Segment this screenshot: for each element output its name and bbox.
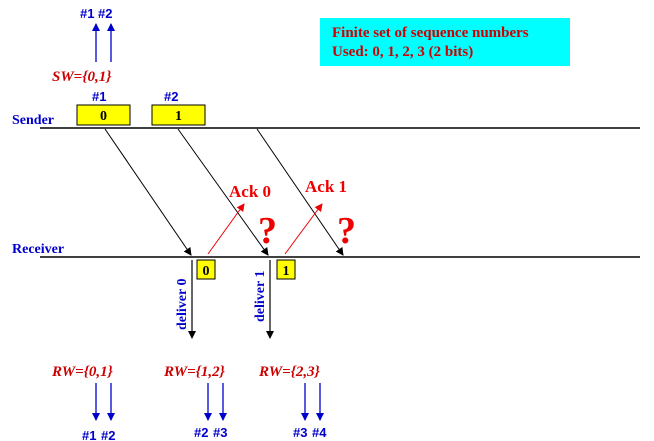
receive-window-1-tag-2: #2: [101, 428, 115, 441]
data-arrow-2: [177, 128, 269, 256]
packet-box-2: [151, 104, 206, 126]
receiver-box-1-seq: 1: [283, 264, 290, 279]
ack-arrows: Ack 0 Ack 1 ? ?: [207, 177, 356, 255]
receive-window-1-label: RW={0,1}: [51, 364, 114, 380]
data-arrow-3: [256, 128, 344, 256]
data-arrow-1: [104, 128, 192, 256]
packet-seq-2: 1: [175, 109, 182, 124]
deliver-label-1: deliver 1: [253, 271, 268, 322]
receiver-box-0-seq: 0: [203, 264, 210, 279]
receiver-box-1: [276, 259, 296, 280]
ack-lost-mark-1: ?: [337, 210, 356, 252]
receive-window-3-label: RW={2,3}: [258, 364, 321, 380]
ack-label-0: Ack 0: [229, 182, 271, 201]
ack-lost-mark-0: ?: [258, 210, 277, 252]
sender-window-label: SW={0,1}: [52, 69, 112, 85]
sender-packets: #1 #2 0 1: [76, 89, 206, 126]
packet-tag-1: #1: [92, 89, 106, 104]
info-box: Finite set of sequence numbers Used: 0, …: [320, 18, 570, 66]
receive-window-2-label: RW={1,2}: [163, 364, 226, 380]
receiver-box-0: [196, 259, 216, 280]
receiver-label: Receiver: [12, 242, 64, 257]
info-box-background: [320, 18, 570, 66]
info-box-line-2: Used: 0, 1, 2, 3 (2 bits): [332, 44, 473, 60]
packet-seq-1: 0: [100, 109, 107, 124]
sender-top-arrows: #1 #2 SW={0,1}: [52, 6, 115, 85]
sender-label: Sender: [12, 113, 54, 128]
receive-window-3-tag-2: #4: [312, 425, 327, 440]
ack-arrow-1: [284, 203, 323, 255]
receive-window-1-tag-1: #1: [82, 428, 96, 441]
data-arrows: [104, 128, 344, 256]
deliver-arrows: deliver 0 deliver 1: [175, 260, 274, 339]
receiver-boxes: 0 1: [196, 259, 296, 280]
packet-tag-2: #2: [164, 89, 178, 104]
info-box-line-1: Finite set of sequence numbers: [332, 25, 529, 41]
ack-arrow-0: [207, 203, 245, 255]
packet-box-1: [76, 104, 131, 126]
receive-window-3-tag-1: #3: [293, 425, 307, 440]
receive-window-2-tag-1: #2: [194, 425, 208, 440]
sender-top-label-1: #1: [80, 6, 94, 21]
receive-window-2-tag-2: #3: [213, 425, 227, 440]
sender-top-label-2: #2: [98, 6, 112, 21]
receive-windows: RW={0,1} #1 #2 RW={1,2} #2 #3 RW={2,3} #…: [51, 364, 327, 441]
deliver-label-0: deliver 0: [175, 279, 190, 330]
ack-label-1: Ack 1: [305, 177, 347, 196]
